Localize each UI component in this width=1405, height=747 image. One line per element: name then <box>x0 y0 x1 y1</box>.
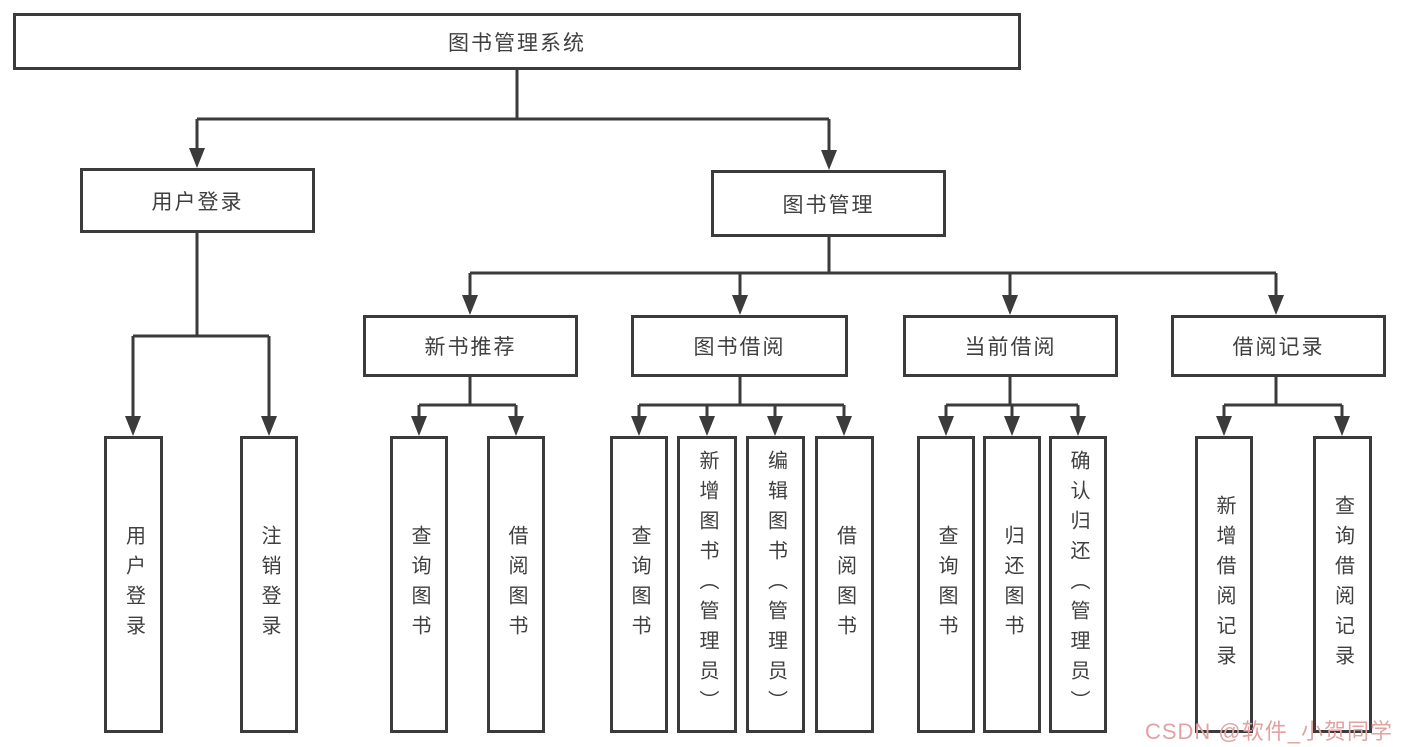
node-user-login: 用户登录 <box>80 168 315 233</box>
node-library-management-system: 图书管理系统 <box>13 13 1021 70</box>
leaf-user-login: 用户登录 <box>104 436 163 733</box>
node-borrowing-records: 借阅记录 <box>1171 315 1386 377</box>
leaf-logout: 注销登录 <box>240 436 298 733</box>
leaf-query-books-borrow: 查询图书 <box>610 436 668 733</box>
leaf-query-books-current: 查询图书 <box>917 436 975 733</box>
node-book-borrowing: 图书借阅 <box>631 315 848 377</box>
node-new-book-recommendation: 新书推荐 <box>363 315 578 377</box>
leaf-add-borrow-record: 新增借阅记录 <box>1195 436 1253 733</box>
leaf-edit-books-admin: 编辑图书（管理员） <box>746 436 805 733</box>
leaf-return-books: 归还图书 <box>983 436 1041 733</box>
leaf-borrow-books: 借阅图书 <box>815 436 874 733</box>
leaf-query-books-recommend: 查询图书 <box>390 436 448 733</box>
node-current-borrowing: 当前借阅 <box>903 315 1118 377</box>
leaf-query-borrow-record: 查询借阅记录 <box>1313 436 1372 733</box>
leaf-confirm-return-admin: 确认归还（管理员） <box>1049 436 1107 733</box>
csdn-watermark: CSDN @软件_小贺同学 <box>1144 719 1393 744</box>
leaf-add-books-admin: 新增图书（管理员） <box>677 436 737 733</box>
leaf-borrow-books-recommend: 借阅图书 <box>487 436 545 733</box>
node-book-management: 图书管理 <box>711 170 946 237</box>
